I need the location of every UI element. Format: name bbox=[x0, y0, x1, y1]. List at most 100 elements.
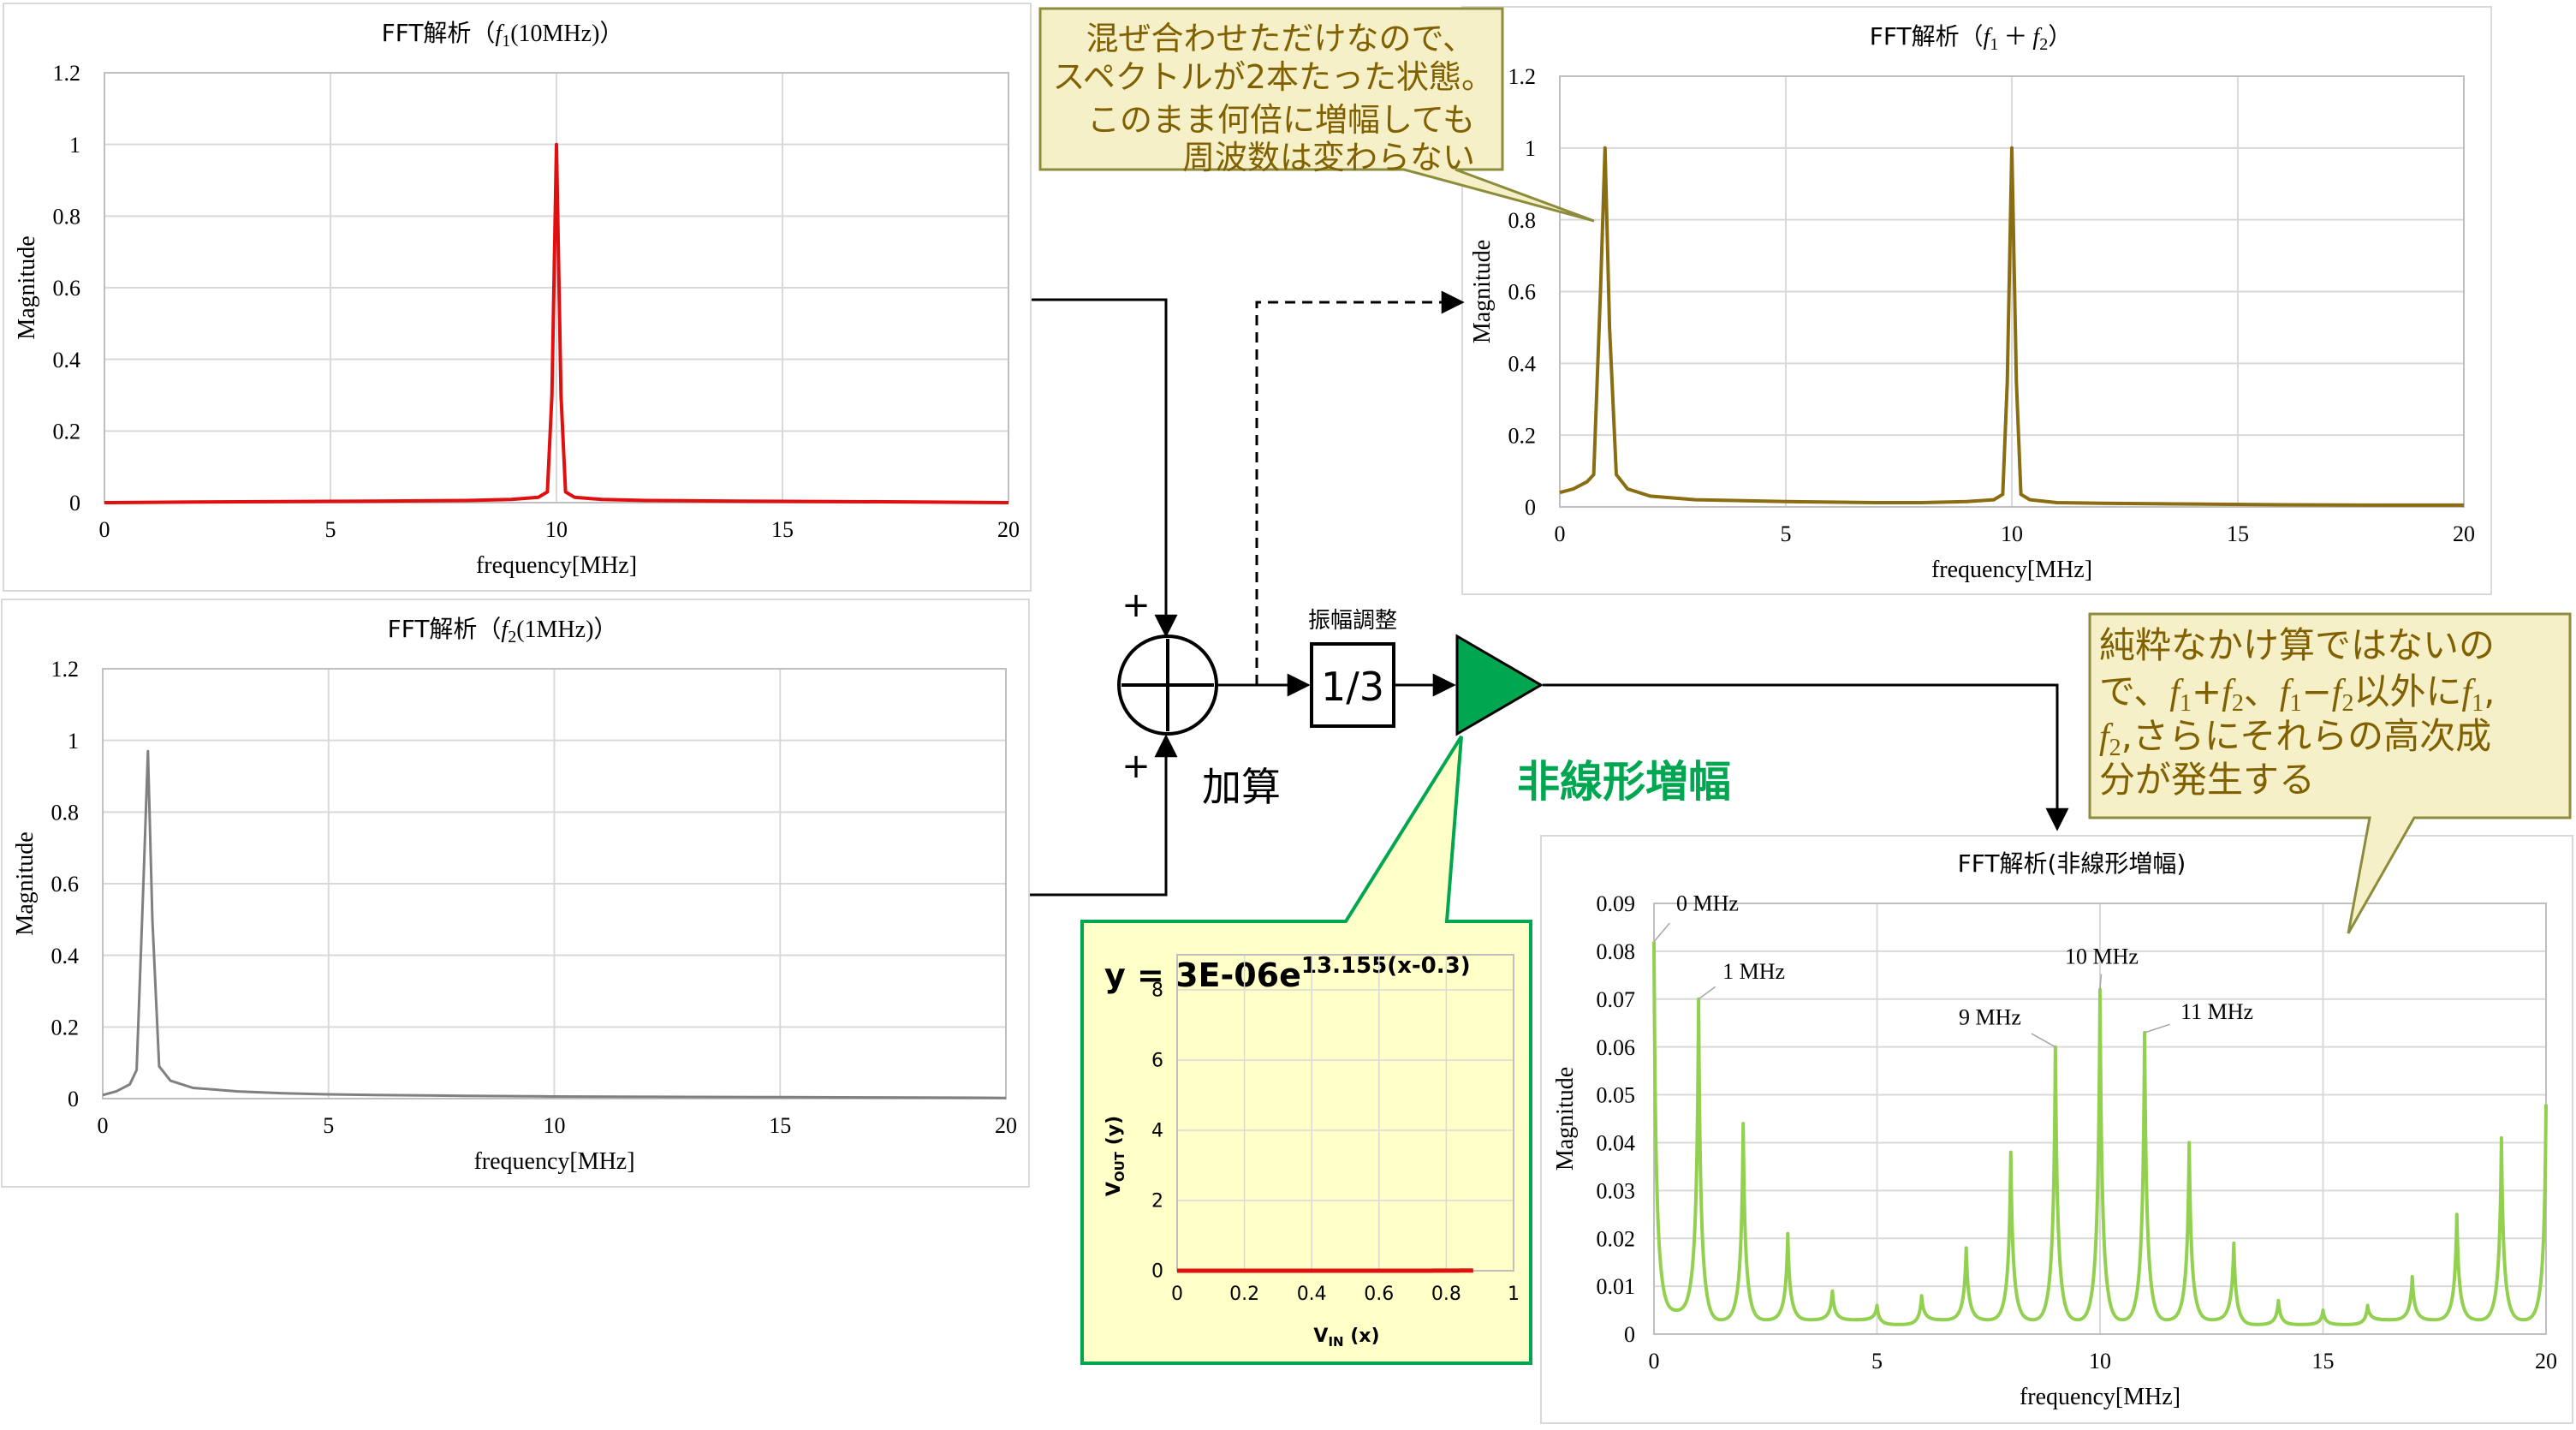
annotation-leader bbox=[1698, 986, 1716, 1000]
x-tick-label: 0 bbox=[1171, 1284, 1183, 1305]
signal-flow bbox=[1030, 290, 2069, 897]
peak-annotation: 1 MHz bbox=[1722, 959, 1785, 984]
y-tick-label: 4 bbox=[1151, 1121, 1163, 1142]
y-tick-label: 0.09 bbox=[1597, 891, 1636, 916]
y-tick-label: 0.04 bbox=[1597, 1131, 1636, 1156]
y-tick-label: 0.2 bbox=[53, 419, 81, 444]
amplifier-label: 非線形増幅 bbox=[1517, 757, 1731, 807]
annotation-leader bbox=[2031, 1033, 2056, 1048]
callout-top bbox=[1038, 7, 1595, 223]
y-axis-label: Magnitude bbox=[1469, 240, 1496, 343]
y-axis-label: Magnitude bbox=[14, 235, 40, 339]
y-axis-label: Magnitude bbox=[1552, 1067, 1579, 1171]
x-tick-label: 0 bbox=[99, 517, 110, 542]
y-tick-label: 1 bbox=[68, 729, 79, 754]
x-tick-label: 0 bbox=[98, 1113, 109, 1138]
x-tick-label: 0.8 bbox=[1431, 1284, 1461, 1305]
fft-sum-series-line bbox=[1559, 146, 2464, 507]
annotation-leader bbox=[2144, 1023, 2170, 1034]
plus-bottom-label: + bbox=[1121, 747, 1151, 786]
x-axis-label: frequency[MHz] bbox=[476, 552, 637, 579]
peak-annotation: 10 MHz bbox=[2065, 944, 2139, 969]
y-tick-label: 8 bbox=[1151, 980, 1163, 1002]
y-tick-label: 0.4 bbox=[51, 944, 80, 968]
fft-f2-title: FFT解析（f2(1MHz)） bbox=[388, 615, 618, 646]
y-tick-label: 1 bbox=[69, 133, 80, 158]
callout-right-line3: f2,さらにそれらの高次成 bbox=[2099, 715, 2491, 761]
wire-f1-to-adder bbox=[1032, 298, 1178, 638]
y-tick-label: 1.2 bbox=[53, 61, 81, 86]
fft-f1-title: FFT解析（f1(10MHz)） bbox=[382, 19, 624, 51]
y-tick-label: 0.02 bbox=[1597, 1226, 1636, 1251]
fft-f2-panel bbox=[1, 599, 1030, 1188]
y-tick-label: 0.2 bbox=[1508, 423, 1537, 448]
y-tick-label: 6 bbox=[1151, 1051, 1163, 1072]
vt-ylabel: VOUT (y) bbox=[1104, 1116, 1127, 1196]
y-tick-label: 0.6 bbox=[51, 872, 80, 897]
x-tick-label: 5 bbox=[1781, 521, 1792, 546]
adder-symbol bbox=[1117, 635, 1218, 736]
annotation-leader bbox=[1653, 922, 1670, 943]
gain-block bbox=[1310, 642, 1395, 728]
x-tick-label: 5 bbox=[1871, 1349, 1883, 1373]
x-axis-label: frequency[MHz] bbox=[473, 1148, 634, 1175]
x-tick-label: 0.2 bbox=[1229, 1284, 1259, 1305]
x-tick-label: 20 bbox=[2453, 521, 2475, 546]
y-tick-label: 0 bbox=[1525, 495, 1536, 520]
x-tick-label: 10 bbox=[2089, 1349, 2111, 1373]
vt-callout bbox=[1080, 735, 1532, 1365]
y-tick-label: 0.2 bbox=[51, 1015, 80, 1040]
x-tick-label: 20 bbox=[997, 517, 1020, 542]
callout-right-line1: 純粋なかけ算ではないの bbox=[2099, 624, 2495, 666]
y-tick-label: 0.4 bbox=[1508, 351, 1537, 376]
y-tick-label: 1.2 bbox=[1508, 64, 1537, 89]
callout-top-line3: このまま何倍に増幅しても bbox=[1087, 101, 1475, 139]
y-tick-label: 0 bbox=[1624, 1322, 1635, 1347]
y-tick-label: 1 bbox=[1525, 136, 1536, 161]
peak-annotation: 0 MHz bbox=[1676, 891, 1739, 916]
gain-value: 1/3 bbox=[1321, 664, 1384, 710]
fft-f1-series-line bbox=[104, 142, 1009, 504]
x-tick-label: 5 bbox=[323, 1113, 334, 1138]
fft-nonlin-series-line bbox=[1652, 941, 2548, 1326]
x-tick-label: 1 bbox=[1508, 1284, 1520, 1305]
callout-right-line4: 分が発生する bbox=[2099, 759, 2315, 801]
y-tick-label: 0 bbox=[68, 1087, 79, 1111]
vt-xlabel: VIN (x) bbox=[1313, 1326, 1379, 1350]
x-tick-label: 10 bbox=[545, 517, 568, 542]
x-axis-label: frequency[MHz] bbox=[2020, 1384, 2180, 1410]
y-tick-label: 0.06 bbox=[1597, 1035, 1636, 1060]
peak-annotation: 11 MHz bbox=[2180, 999, 2253, 1024]
y-tick-label: 1.2 bbox=[51, 657, 80, 682]
annotation-leader bbox=[2099, 974, 2103, 990]
fft-sum-panel bbox=[1461, 6, 2492, 595]
x-tick-label: 10 bbox=[544, 1113, 566, 1138]
y-tick-label: 0.01 bbox=[1597, 1274, 1636, 1299]
x-tick-label: 20 bbox=[2535, 1349, 2557, 1373]
fft-f1-panel bbox=[3, 3, 1032, 592]
x-tick-label: 10 bbox=[2001, 521, 2023, 546]
x-tick-label: 15 bbox=[769, 1113, 791, 1138]
fft-nonlin-title: FFT解析(非線形増幅) bbox=[1958, 849, 2186, 878]
callout-top-line4: 周波数は変わらない bbox=[1182, 139, 1475, 176]
fft-f2-series-line bbox=[102, 749, 1007, 1099]
y-tick-label: 0.8 bbox=[51, 800, 80, 825]
y-tick-label: 2 bbox=[1151, 1191, 1163, 1213]
x-tick-label: 15 bbox=[2227, 521, 2249, 546]
y-tick-label: 0.6 bbox=[53, 276, 81, 301]
wire-f2-to-adder bbox=[1030, 734, 1178, 897]
fft-sum-title: FFT解析（f1＋f2） bbox=[1870, 22, 2072, 54]
plus-top-label: + bbox=[1121, 586, 1151, 625]
callout-right bbox=[2088, 612, 2572, 934]
wire-amp-to-output bbox=[1543, 683, 2069, 831]
y-tick-label: 0.03 bbox=[1597, 1178, 1636, 1203]
y-tick-label: 0.07 bbox=[1597, 987, 1636, 1012]
y-axis-label: Magnitude bbox=[12, 831, 39, 935]
y-tick-label: 0.05 bbox=[1597, 1083, 1636, 1108]
